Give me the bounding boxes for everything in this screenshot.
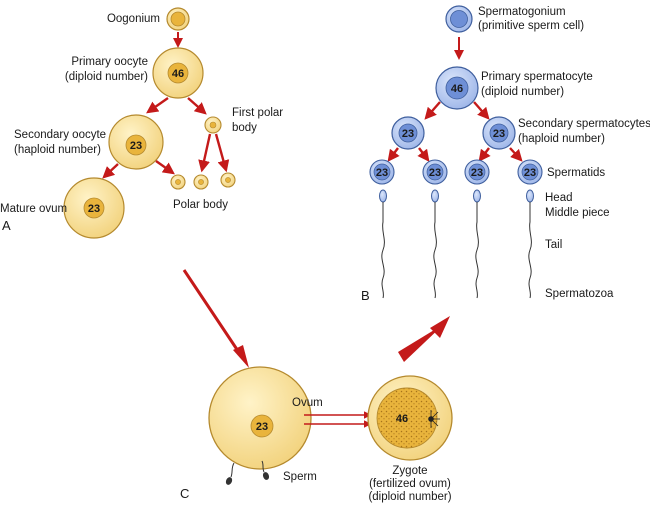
arrow-to-secondary-spermatocyte-right xyxy=(473,101,490,120)
mature-ovum-number: 23 xyxy=(88,203,100,215)
big-arrows xyxy=(182,269,450,368)
primary-spermatocyte-cell xyxy=(435,66,479,110)
oogenesis-panel: Oogonium 46 Primary oocyte (diploid numb… xyxy=(0,7,283,239)
arrow-to-polar-body-2 xyxy=(198,133,212,173)
arrow-to-polar-body-1 xyxy=(155,160,175,175)
zygote-label-3: (diploid number) xyxy=(368,491,451,503)
middle-piece-label: Middle piece xyxy=(545,207,610,219)
mature-ovum-label: Mature ovum xyxy=(0,203,67,215)
spermatogonium-label-2: (primitive sperm cell) xyxy=(478,20,584,32)
sperm-label: Sperm xyxy=(283,471,317,483)
panel-label-b: B xyxy=(361,288,370,303)
spermatogonium-cell xyxy=(445,5,473,33)
spermatozoa-label: Spermatozoa xyxy=(545,288,614,300)
arrow-to-first-polar xyxy=(187,97,207,115)
spermatogenesis-panel: Spermatogonium (primitive sperm cell) 46… xyxy=(361,5,650,303)
primary-spermatocyte-number: 46 xyxy=(451,83,463,95)
sperm-entry-mark xyxy=(428,410,440,428)
secondary-oocyte-cell xyxy=(108,114,164,170)
arrow-to-mature-ovum xyxy=(102,163,119,179)
zygote-label-1: Zygote xyxy=(392,465,427,477)
arrow-to-spermatid xyxy=(478,147,491,162)
primary-oocyte-label-2: (diploid number) xyxy=(65,71,148,83)
spermatid-number: 23 xyxy=(524,167,536,179)
spermatid-number: 23 xyxy=(429,167,441,179)
ovum-label: Ovum xyxy=(292,397,323,409)
primary-oocyte-label-1: Primary oocyte xyxy=(71,56,148,68)
head-label: Head xyxy=(545,192,573,204)
spermatid-cell xyxy=(422,159,448,185)
mature-ovum-cell xyxy=(63,177,125,239)
ovum-cell xyxy=(208,366,312,470)
secondary-spermatocyte-number: 23 xyxy=(402,128,414,140)
secondary-spermatocytes-label-2: (haploid number) xyxy=(518,133,605,145)
arrow-to-spermatid xyxy=(509,147,523,162)
oogonium-label: Oogonium xyxy=(107,13,160,25)
arrow-to-polar-body-3 xyxy=(214,133,230,173)
polar-body-cell xyxy=(193,174,209,190)
zygote-number: 46 xyxy=(396,413,408,425)
polar-body-cell xyxy=(220,172,236,188)
spermatid-cell xyxy=(464,159,490,185)
spermatozoon xyxy=(526,189,534,299)
primary-oocyte-cell xyxy=(152,47,204,99)
first-polar-body-cell xyxy=(204,116,222,134)
spermatids-label: Spermatids xyxy=(547,167,605,179)
polar-body-cell xyxy=(170,174,186,190)
arrow-to-spermatid xyxy=(387,147,400,162)
big-arrow-head-left xyxy=(233,345,249,368)
secondary-spermatocyte-cell xyxy=(391,116,425,150)
primary-spermatocyte-label-1: Primary spermatocyte xyxy=(481,71,593,83)
sperm-small xyxy=(225,462,235,485)
secondary-oocyte-label-1: Secondary oocyte xyxy=(14,129,106,141)
arrow-to-secondary-oocyte xyxy=(146,97,169,114)
sperm-small xyxy=(261,460,270,480)
first-polar-body-label-1: First polar xyxy=(232,107,283,119)
secondary-spermatocyte-number: 23 xyxy=(493,128,505,140)
arrow-to-secondary-spermatocyte-left xyxy=(424,101,441,120)
spermatozoon xyxy=(379,189,387,299)
primary-spermatocyte-label-2: (diploid number) xyxy=(481,86,564,98)
fertilization-panel: 23 Ovum Sperm xyxy=(180,366,453,503)
zygote-label-2: (fertilized ovum) xyxy=(369,478,451,490)
zygote-cell xyxy=(367,375,453,461)
oogonium-cell xyxy=(166,7,190,31)
spermatozoon xyxy=(431,189,439,299)
spermatid-number: 23 xyxy=(376,167,388,179)
secondary-spermatocytes-label-1: Secondary spermatocytes xyxy=(518,118,650,130)
spermatid-number: 23 xyxy=(471,167,483,179)
spermatid-cell xyxy=(517,159,543,185)
big-arrow-wedge-right xyxy=(398,324,444,362)
secondary-oocyte-label-2: (haploid number) xyxy=(14,144,101,156)
spermatid-cell xyxy=(369,159,395,185)
first-polar-body-label-2: body xyxy=(232,122,257,134)
panel-label-c: C xyxy=(180,486,189,501)
spermatogonium-label-1: Spermatogonium xyxy=(478,6,566,18)
secondary-spermatocyte-cell xyxy=(482,116,516,150)
primary-oocyte-number: 46 xyxy=(172,68,184,80)
arrow-to-spermatid xyxy=(417,147,430,162)
secondary-oocyte-number: 23 xyxy=(130,140,142,152)
polar-body-label: Polar body xyxy=(173,199,228,211)
spermatozoon xyxy=(473,189,481,299)
ovum-number: 23 xyxy=(256,421,268,433)
panel-label-a: A xyxy=(2,218,11,233)
tail-label: Tail xyxy=(545,239,562,251)
